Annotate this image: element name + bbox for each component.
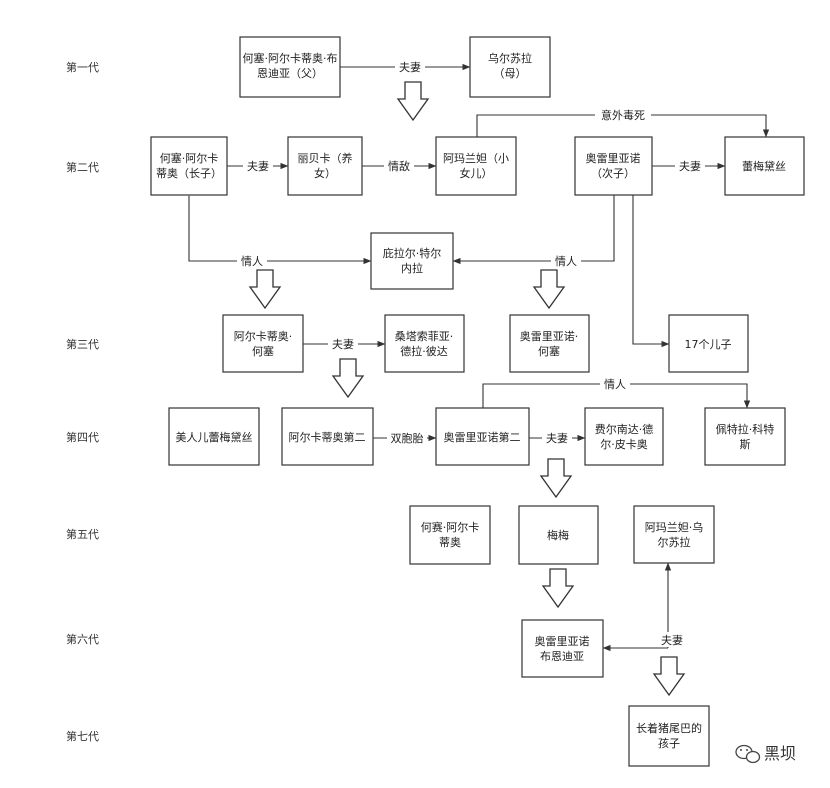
node-petra-cotes[interactable]: 佩特拉·科特 斯: [704, 407, 786, 466]
label-lover-right: 情人: [555, 255, 577, 268]
descent-arrow-right: [532, 269, 566, 310]
node-jose-arcadio-eldest[interactable]: 何塞·阿尔卡 蒂奥（长子）: [150, 136, 228, 196]
svg-text:美人儿蕾梅黛丝: 美人儿蕾梅黛丝: [176, 430, 253, 444]
label-spouse-gen4: 夫妻: [546, 432, 568, 445]
svg-text:尔·皮卡奥: 尔·皮卡奥: [600, 437, 648, 451]
descent-arrow-gen5: [541, 568, 575, 609]
relation-labels: 夫妻 夫妻 情敌 夫妻 意外毒死 情人 情人 夫妻 双胞胎 夫妻 情人 夫妻: [237, 59, 705, 647]
svg-text:梅梅: 梅梅: [547, 528, 569, 542]
node-pilar-ternera[interactable]: 庇拉尔·特尔 内拉: [370, 232, 454, 290]
svg-text:内拉: 内拉: [401, 261, 423, 275]
svg-text:奥雷里亚诺: 奥雷里亚诺: [535, 634, 590, 648]
svg-text:恩迪亚（父）: 恩迪亚（父）: [257, 67, 323, 80]
svg-text:庇拉尔·特尔: 庇拉尔·特尔: [383, 246, 442, 260]
wechat-icon: [735, 744, 761, 764]
descent-arrow-gen1: [396, 81, 430, 122]
node-jose-arcadio-segundo[interactable]: 阿尔卡蒂奥第二: [281, 407, 374, 466]
descent-arrow-left: [248, 269, 282, 310]
label-spouse-gen1: 夫妻: [399, 61, 421, 74]
svg-text:德拉·彼达: 德拉·彼达: [400, 344, 448, 358]
descent-arrow-gen6: [652, 656, 686, 697]
svg-text:奥雷里亚诺第二: 奥雷里亚诺第二: [444, 430, 521, 444]
node-ursula[interactable]: 乌尔苏拉 （母）: [469, 36, 551, 98]
svg-text:布恩迪亚: 布恩迪亚: [540, 650, 584, 663]
svg-text:蒂奥: 蒂奥: [439, 535, 461, 549]
svg-text:何塞: 何塞: [252, 344, 274, 358]
svg-text:奥雷里亚诺·: 奥雷里亚诺·: [520, 329, 579, 343]
descent-arrow-gen3: [331, 358, 365, 399]
generation-label-1: 第一代: [66, 60, 99, 74]
generation-label-2: 第二代: [66, 160, 99, 174]
generation-label-3: 第三代: [66, 337, 99, 351]
svg-text:（次子）: （次子）: [591, 166, 635, 180]
node-aureliano-segundo[interactable]: 奥雷里亚诺第二: [435, 407, 530, 466]
label-rival: 情敌: [388, 159, 410, 173]
label-spouse-gen6: 夫妻: [661, 634, 683, 647]
label-lover-left: 情人: [241, 255, 263, 268]
connector-lover-left: [185, 188, 372, 265]
svg-text:何塞·阿尔卡: 何塞·阿尔卡: [160, 151, 219, 165]
connector-lover-right: [452, 187, 618, 265]
watermark: 黑坝: [735, 744, 796, 764]
svg-text:长着猪尾巴的: 长着猪尾巴的: [636, 721, 702, 735]
svg-text:阿尔卡蒂奥第二: 阿尔卡蒂奥第二: [289, 430, 366, 444]
node-amaranta[interactable]: 阿玛兰妲（小 女儿）: [435, 136, 517, 196]
svg-text:费尔南达·德: 费尔南达·德: [595, 422, 654, 436]
generation-labels: 第一代 第二代 第三代 第四代 第五代 第六代 第七代: [66, 60, 99, 743]
generation-label-7: 第七代: [66, 729, 99, 743]
label-spouse-gen3: 夫妻: [332, 338, 354, 351]
generation-label-6: 第六代: [66, 632, 99, 646]
svg-text:女儿）: 女儿）: [460, 166, 493, 180]
label-twins: 双胞胎: [391, 431, 424, 445]
node-meme[interactable]: 梅梅: [518, 505, 599, 565]
svg-text:丽贝卡（养: 丽贝卡（养: [298, 151, 353, 165]
svg-text:何塞·阿尔卡蒂奥·布: 何塞·阿尔卡蒂奥·布: [243, 51, 338, 65]
node-remedios[interactable]: 蕾梅黛丝: [724, 136, 805, 196]
node-jose-arcadio-buendia[interactable]: 何塞·阿尔卡蒂奥·布 恩迪亚（父）: [239, 36, 341, 98]
connector-seventeen-sons: [629, 187, 670, 348]
svg-text:阿尔卡蒂奥·: 阿尔卡蒂奥·: [234, 329, 293, 343]
descent-arrows: [248, 81, 686, 697]
node-aureliano-babilonia[interactable]: 奥雷里亚诺 布恩迪亚: [521, 619, 604, 678]
label-poisoned: 意外毒死: [601, 108, 645, 122]
svg-text:女）: 女）: [314, 166, 336, 180]
node-remedios-the-beauty[interactable]: 美人儿蕾梅黛丝: [168, 407, 260, 466]
node-aureliano[interactable]: 奥雷里亚诺 （次子）: [574, 136, 653, 196]
svg-text:奥雷里亚诺: 奥雷里亚诺: [586, 151, 641, 165]
node-fernanda[interactable]: 费尔南达·德 尔·皮卡奥: [584, 407, 664, 466]
node-aureliano-jose[interactable]: 奥雷里亚诺· 何塞: [509, 314, 590, 373]
svg-text:（母）: （母）: [494, 67, 527, 80]
nodes: 何塞·阿尔卡蒂奥·布 恩迪亚（父） 乌尔苏拉 （母） 何塞·阿尔卡 蒂奥（长子）…: [150, 36, 805, 767]
node-pig-tail-child[interactable]: 长着猪尾巴的 孩子: [628, 705, 710, 767]
node-rebeca[interactable]: 丽贝卡（养 女）: [287, 136, 363, 196]
svg-text:何塞: 何塞: [538, 344, 560, 358]
svg-text:蕾梅黛丝: 蕾梅黛丝: [742, 159, 786, 173]
svg-text:蒂奥（长子）: 蒂奥（长子）: [156, 166, 222, 180]
node-santa-sofia[interactable]: 桑塔索菲亚· 德拉·彼达: [384, 314, 465, 373]
label-lover-petra: 情人: [604, 378, 626, 391]
node-arcadio[interactable]: 阿尔卡蒂奥· 何塞: [222, 314, 304, 373]
generation-label-4: 第四代: [66, 430, 99, 444]
svg-text:何赛·阿尔卡: 何赛·阿尔卡: [421, 520, 480, 534]
svg-text:尔苏拉: 尔苏拉: [658, 535, 691, 549]
watermark-text: 黑坝: [764, 744, 796, 763]
descent-arrow-gen4: [539, 458, 573, 499]
svg-text:桑塔索菲亚·: 桑塔索菲亚·: [395, 329, 454, 343]
svg-text:佩特拉·科特: 佩特拉·科特: [716, 422, 775, 436]
generation-label-5: 第五代: [66, 527, 99, 541]
label-spouse-jose-rebeca: 夫妻: [247, 160, 269, 173]
svg-text:孩子: 孩子: [658, 737, 680, 750]
svg-text:阿玛兰妲（小: 阿玛兰妲（小: [443, 151, 509, 165]
svg-text:阿玛兰妲·乌: 阿玛兰妲·乌: [645, 520, 704, 534]
svg-text:17个儿子: 17个儿子: [685, 338, 732, 351]
svg-text:乌尔苏拉: 乌尔苏拉: [488, 51, 532, 65]
label-spouse-aureliano-remedios: 夫妻: [679, 160, 701, 173]
svg-text:斯: 斯: [740, 438, 751, 451]
node-jose-arcadio-gen5[interactable]: 何赛·阿尔卡 蒂奥: [409, 505, 491, 565]
node-seventeen-sons[interactable]: 17个儿子: [668, 314, 749, 373]
node-amaranta-ursula[interactable]: 阿玛兰妲·乌 尔苏拉: [633, 505, 715, 564]
